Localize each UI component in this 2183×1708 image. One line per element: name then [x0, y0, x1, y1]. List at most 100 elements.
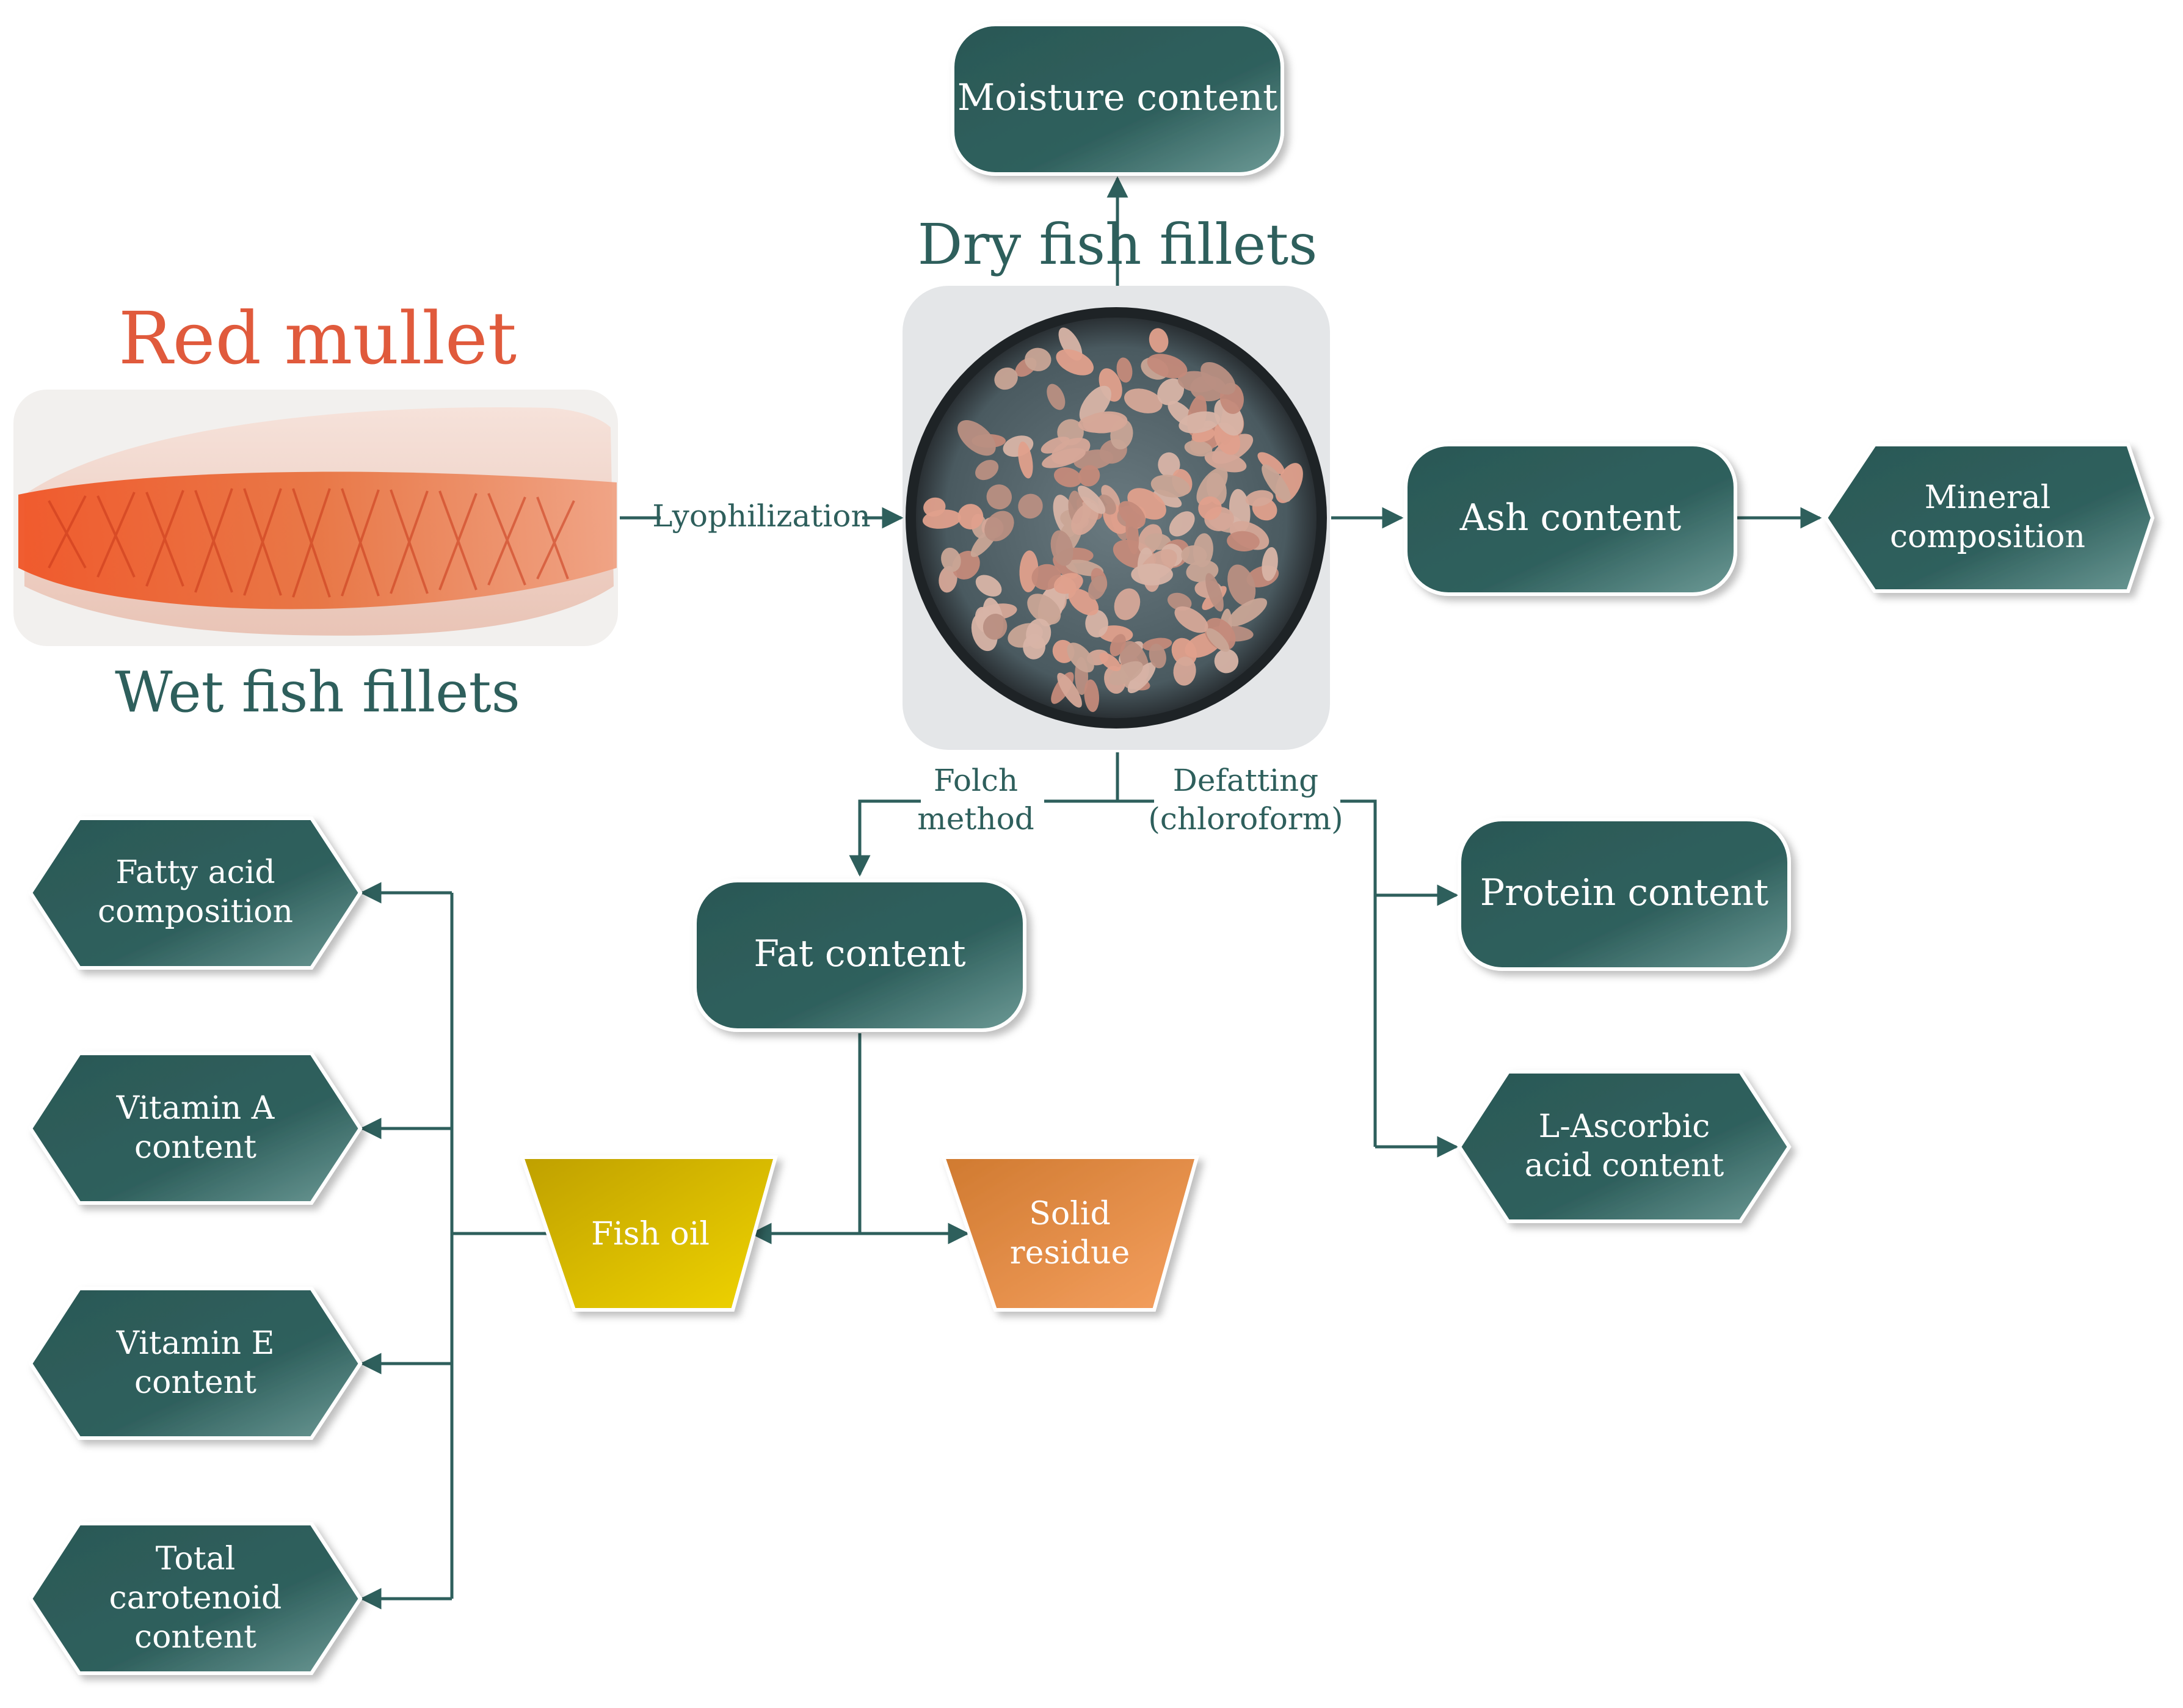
dried-piece: [1169, 511, 1195, 537]
dried-piece: [1174, 606, 1208, 633]
dried-piece: [1131, 563, 1173, 586]
dried-piece: [1047, 383, 1066, 410]
dried-piece: [1149, 644, 1166, 669]
dried-piece: [1053, 573, 1083, 594]
dried-piece: [983, 613, 1008, 640]
dried-piece: [1085, 609, 1108, 638]
dried-piece: [1078, 413, 1125, 433]
dried-piece: [1198, 496, 1222, 520]
dried-piece: [1206, 628, 1230, 652]
dried-piece: [1084, 679, 1099, 713]
fish-oil-label: Fish oil: [591, 1216, 710, 1252]
vitamin-e-label-line2: content: [134, 1364, 256, 1401]
dried-piece: [975, 460, 999, 481]
node-ascorbic: [1457, 1070, 1792, 1223]
dried-piece: [1227, 564, 1256, 606]
node-ash: [1404, 443, 1737, 596]
vitamin-e-label-line1: Vitamin E: [115, 1325, 274, 1362]
carotenoid-label-line3: content: [134, 1619, 256, 1655]
node-carotenoid: [28, 1522, 363, 1675]
dried-piece: [1018, 493, 1043, 519]
dried-piece: [1196, 467, 1228, 505]
carotenoid-label-line2: carotenoid: [109, 1580, 282, 1616]
fatty-acid-label-line2: composition: [98, 893, 293, 930]
dried-piece: [1071, 503, 1099, 536]
dried-piece: [1056, 349, 1094, 376]
node-vitamin-a: [28, 1052, 363, 1205]
dried-piece: [975, 575, 1002, 597]
dried-piece: [1025, 347, 1052, 371]
node-mineral: [1823, 443, 2155, 593]
fat-content-label: Fat content: [754, 932, 965, 975]
lyophilization-label: Lyophilization: [652, 498, 870, 534]
ash-content-label: Ash content: [1459, 496, 1682, 539]
dried-piece: [1057, 672, 1082, 708]
dried-piece: [1200, 362, 1236, 395]
dried-piece: [1204, 451, 1247, 473]
dried-piece: [1257, 452, 1285, 474]
dried-piece: [1116, 357, 1133, 383]
node-fatty-acid: [28, 816, 363, 970]
dried-piece: [1127, 662, 1156, 694]
wet-fillet-photo: [13, 390, 618, 646]
dried-piece: [1184, 440, 1213, 457]
moisture-content-label: Moisture content: [957, 76, 1277, 119]
dried-piece: [1157, 378, 1185, 405]
dried-piece: [1023, 634, 1046, 660]
protein-content-label: Protein content: [1480, 871, 1768, 914]
solid-residue-label-line1: Solid: [1029, 1196, 1110, 1232]
ascorbic-label-line2: acid content: [1525, 1147, 1724, 1184]
dried-piece: [1181, 545, 1207, 565]
folch-label-line1: Folch: [934, 763, 1018, 798]
fatty-acid-label-line1: Fatty acid: [115, 854, 275, 891]
dried-piece: [1227, 531, 1260, 551]
dried-piece: [1149, 328, 1169, 353]
carotenoid-label-line1: Total: [156, 1541, 235, 1577]
dried-piece: [1099, 652, 1121, 672]
vitamin-a-label-line1: Vitamin A: [116, 1090, 275, 1127]
dried-piece: [1018, 442, 1033, 479]
node-fish-oil: [519, 1155, 778, 1312]
dried-piece: [1042, 448, 1086, 468]
node-solid-residue: [940, 1155, 1199, 1312]
dried-piece: [1050, 530, 1073, 566]
dried-piece: [1245, 490, 1274, 507]
dried-piece: [1262, 547, 1278, 581]
dried-piece: [1124, 388, 1163, 413]
dried-piece: [957, 420, 996, 456]
dried-piece: [1228, 598, 1268, 627]
dried-piece: [1114, 588, 1141, 620]
vitamin-a-label-line2: content: [134, 1129, 256, 1166]
wet-fillets-caption: Wet fish fillets: [115, 660, 520, 725]
dried-piece: [1088, 575, 1107, 600]
dried-piece: [1158, 452, 1180, 477]
defatting-label-line1: Defatting: [1173, 763, 1318, 798]
dried-piece: [1027, 594, 1061, 625]
dried-piece: [1053, 467, 1082, 487]
dried-piece: [1147, 354, 1188, 379]
node-moisture: [951, 23, 1284, 176]
dried-piece: [1067, 642, 1094, 673]
dried-piece: [1144, 533, 1171, 550]
connectors: [360, 176, 1822, 1610]
node-vitamin-e: [28, 1287, 363, 1440]
mineral-label-line2: composition: [1890, 518, 2085, 555]
dried-piece: [1110, 634, 1126, 656]
dry-fillets-photo: [903, 286, 1330, 750]
dried-piece: [1173, 656, 1196, 686]
dried-piece: [1101, 485, 1121, 510]
dried-piece: [1077, 485, 1106, 514]
dried-piece: [1229, 489, 1251, 532]
dried-piece: [1262, 464, 1291, 502]
dried-fillet-pieces: [922, 327, 1303, 713]
dried-piece: [941, 547, 961, 572]
mineral-label-line1: Mineral: [1925, 479, 2051, 516]
dried-piece: [1118, 501, 1146, 528]
dried-piece: [1214, 649, 1239, 674]
ascorbic-label-line1: L-Ascorbic: [1539, 1108, 1710, 1145]
red-mullet-title: Red mullet: [118, 296, 517, 380]
folch-label-line2: method: [917, 801, 1034, 837]
dried-piece: [939, 566, 957, 593]
dried-piece: [1205, 573, 1224, 612]
